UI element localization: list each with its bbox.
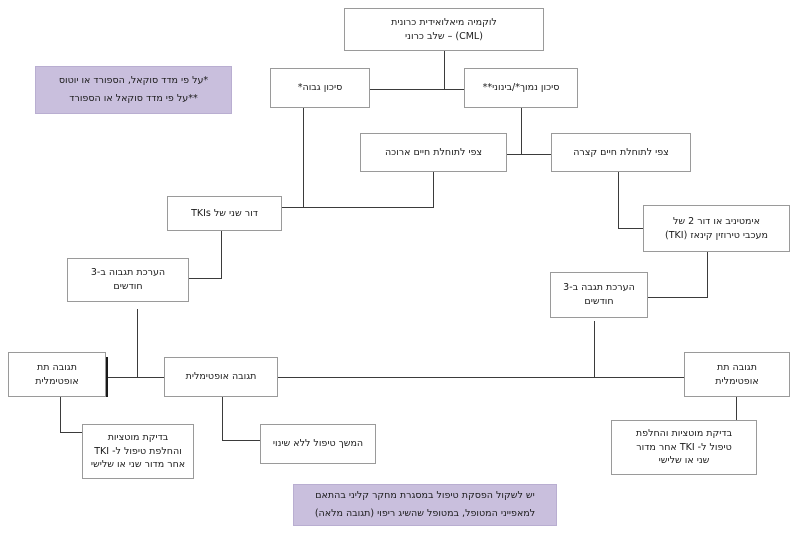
edge-optimalleft-to-continue [222, 440, 260, 441]
edge-optimalleft-down [222, 396, 223, 440]
node-second-gen-label: דור שני של TKIs [191, 207, 258, 219]
edge-longlife-to-secondgen [276, 207, 434, 208]
edge-life-split [466, 154, 576, 155]
node-mutation-right-label: בדיקת מוטציות והחלפת טיפול ל- TKI אחר מד… [635, 427, 733, 467]
accent-bar-suboptimal-left [106, 357, 108, 397]
edge-shortlife-down [618, 172, 619, 228]
node-optimal-response-left[interactable]: תגובה אופטימלית [164, 357, 278, 397]
node-assessment-left-label: הערכת תגבוה ב-3 חודשים [90, 267, 166, 292]
node-high-risk-label: סיכון גבוה* [297, 82, 343, 94]
node-low-risk[interactable]: סיכון נמוך*/בינוני** [464, 68, 578, 108]
edge-assessright-down [594, 321, 595, 377]
edge-highrisk-down [303, 108, 304, 207]
edge-imatinib-to-assessright [647, 297, 708, 298]
node-mutation-test-right[interactable]: בדיקת מוטציות והחלפת טיפול ל- TKI אחר מד… [611, 420, 757, 475]
edge-suboptleft-to-mutation [60, 432, 82, 433]
edge-assessright-response-bar [278, 377, 684, 378]
node-long-life-label: צפי לתוחלת חיים ארוכה [384, 146, 483, 158]
node-assessment-left[interactable]: הערכת תגבוה ב-3 חודשים [67, 258, 189, 302]
edge-imatinib-down [707, 252, 708, 297]
node-imatinib-or-second-gen[interactable]: אימטיניב או דור 2 של מעכבי טירוזין קינאז… [643, 205, 790, 252]
node-suboptimal-right-label: תגובה תת אופטימלית [715, 361, 759, 387]
node-continue-label: המשך טיפול ללא שינוי [272, 438, 364, 450]
edge-assessleft-response-bar [107, 377, 167, 378]
node-root[interactable]: לוקמיה מיאלואידית כרונית (CML) – שלב כרו… [344, 8, 544, 51]
node-optimal-left-label: תגובה אופטימלית [185, 371, 257, 383]
note-legend-text: *על פי מדד סוקאל, הספורד או יוטוס **על פ… [58, 75, 209, 104]
node-suboptimal-response-left[interactable]: תגובה תת אופטימלית [8, 352, 106, 397]
note-legend: *על פי מדד סוקאל, הספורד או יוטוס **על פ… [35, 66, 232, 114]
node-continue-treatment[interactable]: המשך טיפול ללא שינוי [260, 424, 376, 464]
edge-secondgen-down [221, 231, 222, 278]
node-short-life-expectancy[interactable]: צפי לתוחלת חיים קצרה [551, 133, 691, 172]
edge-longlife-down [433, 172, 434, 208]
node-short-life-label: צפי לתוחלת חיים קצרה [573, 146, 669, 158]
node-mutation-test-left[interactable]: בדיקת מוטציות והחלפת טיפול ל- TKI אחר מד… [82, 424, 194, 479]
edge-suboptleft-down [60, 396, 61, 432]
node-imatinib-label: אימטיניב או דור 2 של מעכבי טירוזין קינאז… [665, 215, 768, 241]
edge-root-down [444, 51, 445, 89]
node-assessment-right[interactable]: הערכת תגבה ב-3 חודשים [550, 272, 648, 318]
edge-shortlife-to-imatinib [618, 228, 644, 229]
edge-assessleft-down [137, 309, 138, 377]
node-low-risk-label: סיכון נמוך*/בינוני** [482, 82, 560, 94]
edge-secondgen-to-assessleft [188, 278, 222, 279]
node-high-risk[interactable]: סיכון גבוה* [270, 68, 370, 108]
note-footer: יש לשקול הפסקת טיפול במסגרת מחקר קליני ב… [293, 484, 557, 526]
node-suboptimal-left-label: תגובה תת אופטימלית [35, 361, 79, 387]
edge-lowrisk-down [521, 108, 522, 154]
node-long-life-expectancy[interactable]: צפי לתוחלת חיים ארוכה [360, 133, 507, 172]
edge-risk-split [340, 89, 548, 90]
node-root-label: לוקמיה מיאלואידית כרונית (CML) – שלב כרו… [391, 16, 497, 42]
node-assessment-right-label: הערכת תגבה ב-3 חודשים [563, 282, 635, 307]
node-suboptimal-response-right[interactable]: תגובה תת אופטימלית [684, 352, 790, 397]
edge-suboptright-down [736, 396, 737, 420]
note-footer-text: יש לשקול הפסקת טיפול במסגרת מחקר קליני ב… [314, 490, 536, 519]
node-mutation-left-label: בדיקת מוטציות והחלפת טיפול ל- TKI אחר מד… [90, 431, 186, 471]
node-second-gen-tkis[interactable]: דור שני של TKIs [167, 196, 282, 231]
